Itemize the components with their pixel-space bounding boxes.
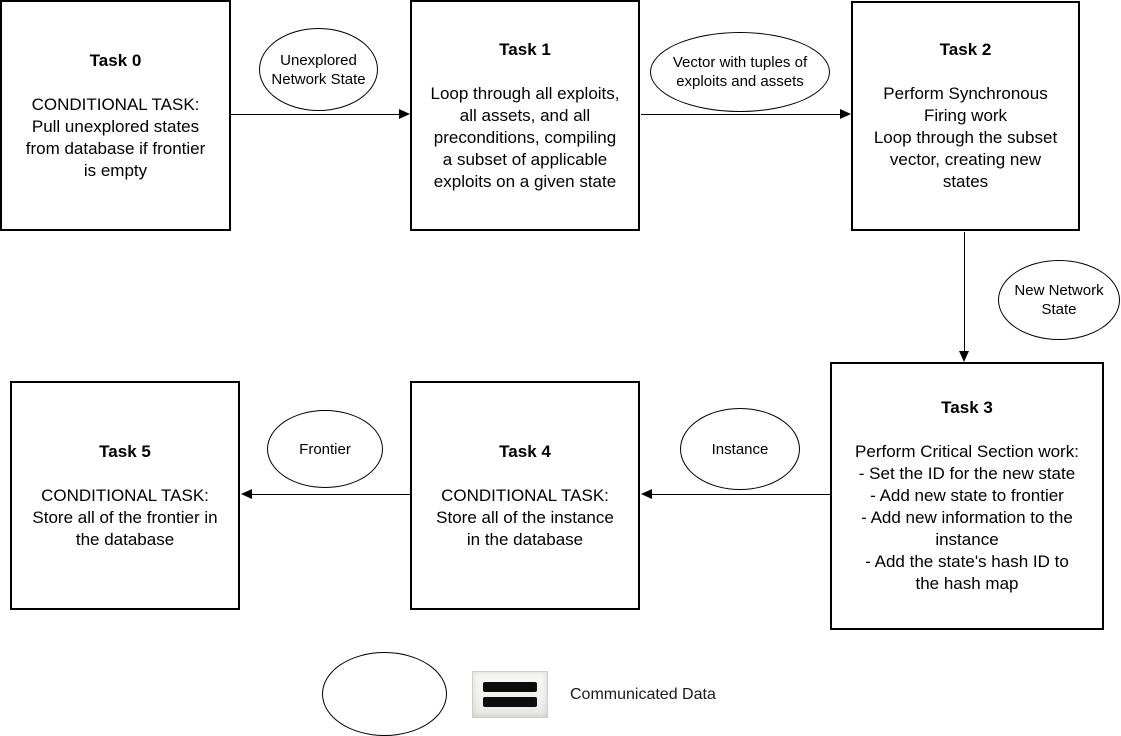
equals-bar-bottom [483, 697, 537, 707]
data-ellipse-instance: Instance [680, 408, 800, 490]
equals-icon [472, 671, 548, 718]
task-3-title: Task 3 [941, 398, 993, 417]
task-2-body: Perform Synchronous Firing work Loop thr… [873, 84, 1058, 191]
task-4-body: CONDITIONAL TASK: Store all of the insta… [436, 485, 614, 549]
arrow-line [652, 494, 830, 495]
data-ellipse-vector-tuples: Vector with tuples of exploits and asset… [650, 32, 830, 112]
task-5-body: CONDITIONAL TASK: Store all of the front… [32, 485, 218, 549]
arrowhead-left-icon [241, 489, 252, 499]
task-box-2: Task 2 Perform Synchronous Firing work L… [851, 1, 1080, 231]
task-box-5: Task 5 CONDITIONAL TASK: Store all of th… [10, 381, 240, 610]
task-2-title: Task 2 [939, 40, 992, 59]
data-ellipse-label: New Network State [1014, 282, 1104, 318]
arrow-line [641, 114, 840, 115]
arrowhead-down-icon [959, 351, 969, 362]
arrow-line [252, 494, 410, 495]
data-ellipse-new-network-state: New Network State [998, 260, 1120, 340]
arrow-line [231, 114, 400, 115]
legend-ellipse-shape [322, 652, 447, 736]
task-4-title: Task 4 [499, 441, 551, 461]
data-ellipse-unexplored-network-state: Unexplored Network State [259, 28, 378, 111]
equals-bar-top [483, 682, 537, 692]
arrowhead-left-icon [641, 489, 652, 499]
task-box-3: Task 3 Perform Critical Section work: - … [830, 362, 1104, 630]
task-5-title: Task 5 [99, 441, 151, 461]
data-ellipse-label: Instance [711, 440, 769, 458]
task-box-1: Task 1 Loop through all exploits, all as… [410, 0, 640, 231]
task-0-body: CONDITIONAL TASK: Pull unexplored states… [25, 94, 206, 180]
data-ellipse-label: Unexplored Network State [271, 51, 366, 88]
arrowhead-right-icon [399, 109, 410, 119]
task-0-title: Task 0 [89, 50, 142, 70]
arrowhead-right-icon [840, 109, 851, 119]
task-1-title: Task 1 [499, 39, 551, 59]
task-3-body: Perform Critical Section work: - Set the… [855, 442, 1079, 593]
data-ellipse-label: Frontier [299, 440, 351, 458]
data-ellipse-frontier: Frontier [267, 410, 383, 488]
task-box-0: Task 0 CONDITIONAL TASK: Pull unexplored… [0, 0, 231, 231]
arrow-line [964, 232, 965, 351]
legend-label: Communicated Data [570, 686, 716, 703]
data-ellipse-label: Vector with tuples of exploits and asset… [672, 54, 808, 90]
task-box-4: Task 4 CONDITIONAL TASK: Store all of th… [410, 381, 640, 610]
task-1-body: Loop through all exploits, all assets, a… [430, 83, 620, 191]
